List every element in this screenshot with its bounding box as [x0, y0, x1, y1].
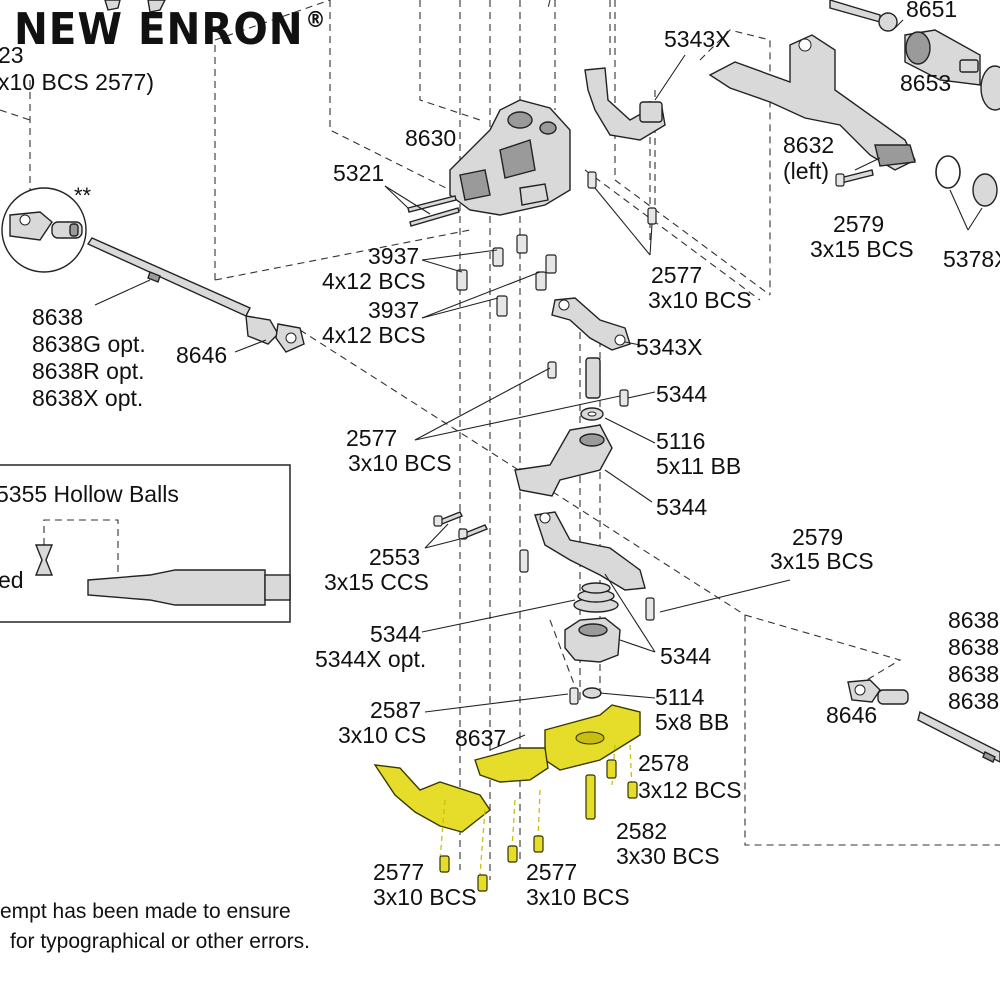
label-2579-mid-num: 2579 [792, 524, 843, 550]
label-3937-b-spec: 4x12 BCS [322, 322, 426, 348]
upper-mount-5343x [584, 54, 686, 256]
label-2577-a-num: 2577 [346, 425, 397, 451]
label-2553-spec: 3x15 CCS [324, 569, 429, 595]
rod-end-detail-circle [1, 187, 87, 273]
screws-3937 [421, 234, 557, 319]
label-3937-b-num: 3937 [368, 297, 419, 323]
label-2577-b-num: 2577 [373, 859, 424, 885]
label-8638g: 8638G opt. [32, 331, 146, 357]
label-2587-num: 2587 [370, 697, 421, 723]
label-5343x-top: 5343X [664, 26, 731, 52]
label-5343x-mid: 5343X [636, 334, 703, 360]
link-5343x-mid [551, 297, 641, 351]
bulkhead-8630 [449, 99, 571, 216]
label-5344-d: 5344 [660, 643, 711, 669]
footer-line-1: empt has been made to ensure [0, 900, 291, 923]
label-5116-num: 5116 [656, 428, 705, 454]
label-5114-num: 5114 [655, 684, 705, 710]
turnbuckle-8638-left [86, 237, 251, 317]
rod-end-8646-right [847, 679, 1000, 763]
label-8632-num: 8632 [783, 132, 834, 158]
label-2579-top-num: 2579 [833, 211, 884, 237]
label-5321: 5321 [333, 160, 384, 186]
label-2582-num: 2582 [616, 818, 667, 844]
brand-logo: NEW ENRON® [14, 4, 327, 55]
label-2577-c-num: 2577 [526, 859, 577, 885]
label-2577-top-spec: 3x10 BCS [648, 287, 752, 313]
registered-mark: ® [305, 8, 327, 33]
label-8638-right-3: 8638 [948, 661, 999, 687]
screws-2577-mid [414, 367, 621, 441]
label-5344x-opt: 5344X opt. [315, 646, 426, 672]
bearing-5114 [424, 687, 656, 713]
inset-title: 5355 Hollow Balls [0, 481, 179, 507]
label-8638-right-2: 8638 [948, 634, 999, 660]
label-8638x: 8638X opt. [32, 385, 143, 411]
label-8646-right: 8646 [826, 702, 877, 728]
rod-end-8646-left [234, 315, 305, 353]
label-8638-right-1: 8638 [948, 607, 999, 633]
skid-plates-8637 [373, 704, 641, 876]
label-2579-top-spec: 3x15 BCS [810, 236, 914, 262]
label-5114-spec: 5x8 BB [655, 709, 729, 735]
label-2577-c-spec: 3x10 BCS [526, 884, 630, 910]
label-2553-num: 2553 [369, 544, 420, 570]
screw-2579-mid [659, 579, 791, 613]
label-8651: 8651 [906, 0, 957, 22]
label-8630: 8630 [405, 125, 456, 151]
pins-5321 [384, 185, 460, 227]
callout-labels: 5343X 8630 5321 3937 4x12 BCS 3937 4x12 … [0, 0, 1000, 953]
label-2577-top-num: 2577 [651, 262, 702, 288]
brand-name: NEW ENRON [14, 4, 304, 55]
label-8637: 8637 [455, 725, 506, 751]
label-8638-right-4: 8638 [948, 688, 999, 714]
label-8638: 8638 [32, 304, 83, 330]
suspension-arm-8632 [708, 34, 916, 171]
label-5116-spec: 5x11 BB [656, 453, 741, 479]
bearings-5378x [935, 155, 998, 231]
spacer-5344 [547, 357, 656, 407]
label-5344-a: 5344 [656, 381, 707, 407]
label-2577-b-spec: 3x10 BCS [373, 884, 477, 910]
hollow-balls-inset [0, 464, 291, 623]
label-8632-side: (left) [783, 158, 829, 184]
label-5378x: 5378X [943, 246, 1000, 272]
label-5344-b: 5344 [656, 494, 707, 520]
screw-2579-top [835, 169, 874, 187]
label-double-star: ** [74, 183, 92, 208]
label-3937-a-num: 3937 [368, 243, 419, 269]
label-8653: 8653 [900, 70, 951, 96]
bellcrank-5344-upper [514, 424, 653, 503]
spring-5344 [421, 582, 619, 633]
label-8646-left: 8646 [176, 342, 227, 368]
label-x10-bcs-partial: x10 BCS 2577) [0, 69, 154, 95]
label-23-partial: 23 [0, 42, 24, 68]
label-2578-spec: 3x12 BCS [638, 777, 742, 803]
label-2587-spec: 3x10 CS [338, 722, 426, 748]
label-2582-spec: 3x30 BCS [616, 843, 720, 869]
label-5344-c-num: 5344 [370, 621, 421, 647]
link-5344-lower [519, 511, 655, 621]
label-3937-a-spec: 4x12 BCS [322, 268, 426, 294]
screws-2553 [424, 511, 488, 549]
footer-line-2: for typographical or other errors. [10, 930, 310, 953]
bearing-5116 [580, 407, 656, 444]
inset-side-label: ed [0, 567, 24, 593]
stub-axle-8651-8653 [829, 0, 1000, 111]
label-8638r: 8638R opt. [32, 358, 145, 384]
label-2579-mid-spec: 3x15 BCS [770, 548, 874, 574]
top-left-partial-part [104, 0, 166, 13]
label-2577-a-spec: 3x10 BCS [348, 450, 452, 476]
label-2578-num: 2578 [638, 750, 689, 776]
base-5344 [564, 573, 656, 663]
highlighted-screws [439, 759, 638, 892]
